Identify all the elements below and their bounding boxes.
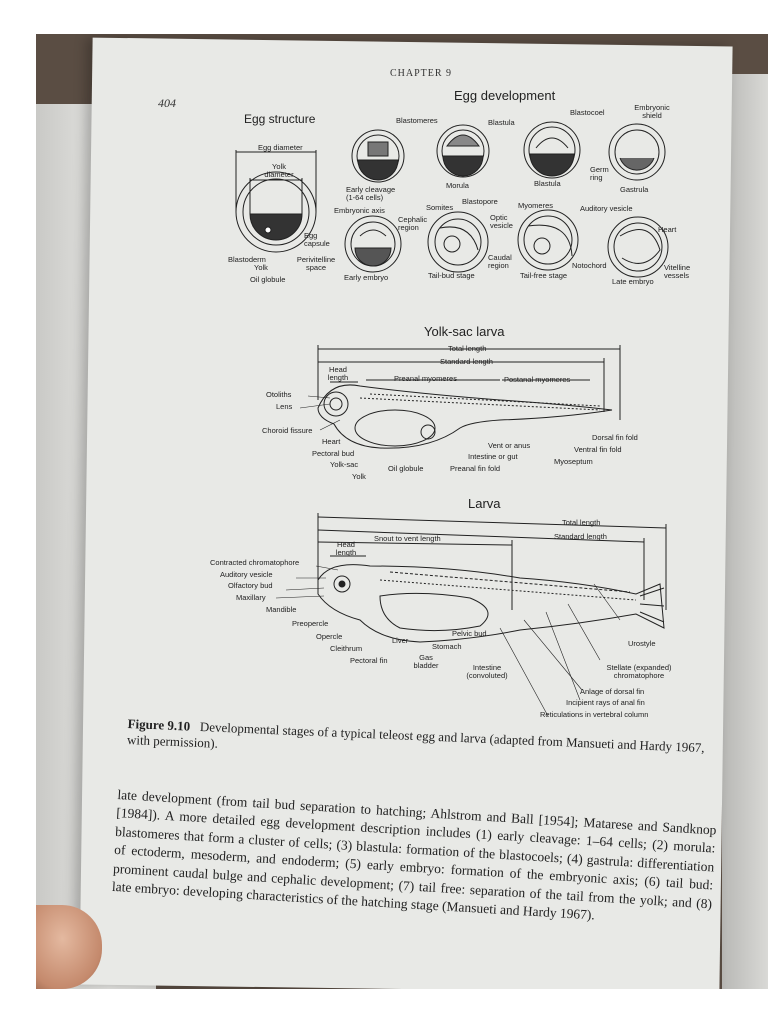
label-heart-egg: Heart bbox=[658, 225, 677, 234]
label-somites: Somites bbox=[426, 203, 454, 212]
label-preopercle: Preopercle bbox=[292, 619, 329, 628]
thumb bbox=[36, 905, 102, 989]
label-blastocoel: Blastocoel bbox=[570, 108, 605, 117]
label-blastopore: Blastopore bbox=[462, 197, 498, 206]
label-heart-ys: Heart bbox=[322, 437, 341, 446]
label-preanal-myomeres: Preanal myomeres bbox=[394, 374, 457, 383]
label-gastrula: Gastrula bbox=[620, 185, 649, 194]
chapter-heading: CHAPTER 9 bbox=[390, 68, 453, 79]
label-blastula: Blastula bbox=[534, 179, 561, 188]
label-optic-vesicle: Optic vesicle bbox=[490, 213, 513, 231]
label-opercle: Opercle bbox=[316, 632, 343, 641]
label-urostyle: Urostyle bbox=[628, 639, 656, 648]
label-incipient-rays: Incipient rays of anal fin bbox=[566, 698, 645, 707]
label-myomeres: Myomeres bbox=[518, 201, 554, 210]
label-caudal-region: Caudal region bbox=[488, 253, 512, 271]
label-yolk-diameter: Yolk diameter bbox=[264, 162, 294, 180]
label-choroid-fissure: Choroid fissure bbox=[262, 426, 313, 435]
yolk-sac-larva-title: Yolk-sac larva bbox=[424, 324, 505, 339]
label-mandible: Mandible bbox=[266, 605, 297, 614]
label-embryonic-axis: Embryonic axis bbox=[334, 206, 385, 215]
label-pectoral-fin: Pectoral fin bbox=[350, 656, 388, 665]
label-yolk: Yolk bbox=[254, 263, 268, 272]
label-myoseptum: Myoseptum bbox=[554, 457, 593, 466]
label-blastula-top: Blastula bbox=[488, 118, 515, 127]
label-auditory-vesicle-egg: Auditory vesicle bbox=[580, 204, 633, 213]
label-vent-or-anus: Vent or anus bbox=[488, 441, 531, 450]
label-total-length-larva: Total length bbox=[562, 518, 601, 527]
label-egg-capsule: Egg capsule bbox=[304, 231, 330, 249]
egg-development-title: Egg development bbox=[454, 88, 556, 103]
label-early-embryo: Early embryo bbox=[344, 273, 389, 282]
label-stomach: Stomach bbox=[432, 642, 462, 651]
label-contracted-chromatophore: Contracted chromatophore bbox=[210, 558, 300, 567]
label-total-length-ys: Total length bbox=[448, 344, 487, 353]
label-ventral-fin-fold: Ventral fin fold bbox=[574, 445, 622, 454]
label-oil-globule-ys: Oil globule bbox=[388, 464, 424, 473]
label-oil-globule-egg: Oil globule bbox=[250, 275, 286, 284]
larva-title: Larva bbox=[468, 496, 501, 511]
label-lens: Lens bbox=[276, 402, 293, 411]
label-standard-length-larva: Standard length bbox=[554, 532, 607, 541]
label-reticulations: Reticulations in vertebral column bbox=[540, 710, 649, 719]
label-cephalic-region: Cephalic region bbox=[398, 215, 428, 233]
label-tail-bud-stage: Tail-bud stage bbox=[428, 271, 475, 280]
label-otoliths: Otoliths bbox=[266, 390, 292, 399]
egg-structure-drawing bbox=[235, 150, 317, 253]
label-embryonic-shield: Embryonic shield bbox=[634, 103, 670, 121]
label-head-length-ys: Head length bbox=[327, 365, 349, 383]
label-anlage-dorsal-fin: Anlage of dorsal fin bbox=[580, 687, 645, 696]
label-perivitelline-space: Perivitelline space bbox=[296, 255, 336, 273]
label-pectoral-bud: Pectoral bud bbox=[312, 449, 355, 458]
label-postanal-myomeres: Postanal myomeres bbox=[504, 375, 571, 384]
label-head-length-larva: Head length bbox=[335, 540, 357, 558]
label-germ-ring: Germ ring bbox=[590, 165, 609, 183]
page-number: 404 bbox=[158, 96, 176, 110]
label-olfactory-bud: Olfactory bud bbox=[228, 581, 273, 590]
label-leader-lines bbox=[275, 395, 621, 717]
label-standard-length-ys: Standard length bbox=[440, 357, 493, 366]
egg-development-row2 bbox=[344, 209, 669, 278]
label-yolk-ys: Yolk bbox=[352, 472, 366, 481]
label-early-cleavage: Early cleavage (1-64 cells) bbox=[346, 185, 396, 203]
label-yolk-sac: Yolk-sac bbox=[330, 460, 359, 469]
label-snout-to-vent-length: Snout to vent length bbox=[374, 534, 441, 543]
label-morula: Morula bbox=[446, 181, 469, 190]
label-preanal-fin-fold: Preanal fin fold bbox=[450, 464, 501, 473]
label-cleithrum: Cleithrum bbox=[330, 644, 363, 653]
label-auditory-vesicle-larva: Auditory vesicle bbox=[220, 570, 273, 579]
label-pelvic-bud: Pelvic bud bbox=[452, 629, 487, 638]
egg-development-row1 bbox=[351, 121, 666, 183]
label-stellate-chromatophore: Stellate (expanded) chromatophore bbox=[606, 663, 672, 681]
label-intestine-or-gut: Intestine or gut bbox=[468, 452, 518, 461]
larva-drawing bbox=[317, 513, 667, 643]
label-vitelline-vessels: Vitelline vessels bbox=[664, 263, 691, 281]
label-notochord: Notochord bbox=[572, 261, 607, 270]
yolk-sac-larva-drawing bbox=[317, 345, 621, 449]
label-late-embryo: Late embryo bbox=[612, 277, 654, 286]
label-liver: Liver bbox=[392, 636, 409, 645]
label-egg-diameter: Egg diameter bbox=[258, 143, 303, 152]
label-blastoderm: Blastoderm bbox=[228, 255, 266, 264]
label-intestine-convoluted: Intestine (convoluted) bbox=[466, 663, 508, 681]
photo-background bbox=[36, 34, 768, 989]
label-dorsal-fin-fold: Dorsal fin fold bbox=[592, 433, 638, 442]
label-tail-free-stage: Tail-free stage bbox=[520, 271, 568, 280]
figure-label: Figure 9.10 bbox=[127, 716, 191, 734]
label-gas-bladder: Gas bladder bbox=[413, 653, 439, 671]
label-maxillary: Maxillary bbox=[236, 593, 266, 602]
egg-structure-title: Egg structure bbox=[244, 112, 316, 126]
label-blastomeres: Blastomeres bbox=[396, 116, 438, 125]
